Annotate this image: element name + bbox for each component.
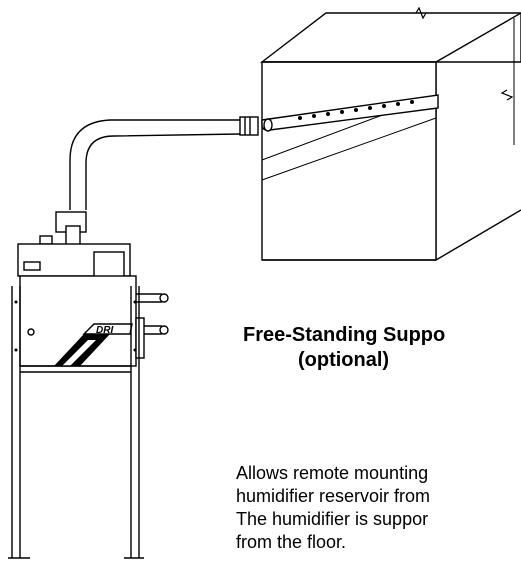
logo-text: DRI [96, 325, 113, 336]
air-duct [259, 6, 521, 261]
hose-coupling [239, 116, 259, 136]
description-line: humidifier reservoir from [236, 486, 431, 506]
duct-front-face [261, 61, 437, 261]
description-line: Allows remote mounting [236, 463, 429, 483]
support-stand [8, 286, 144, 559]
steam-hose [69, 116, 259, 210]
description-line: from the floor. [236, 532, 347, 552]
humidifier-logo: DRI [54, 323, 133, 366]
duct-top-face [259, 12, 521, 63]
diagram-subtitle: (optional) [298, 349, 390, 371]
diagram-description: Allows remote mounting humidifier reserv… [236, 462, 521, 554]
diagram-title: Free-Standing Suppo [243, 324, 446, 346]
side-connections [135, 293, 169, 359]
humidifier-unit: DRI [17, 211, 169, 367]
description-line: The humidifier is suppor [236, 509, 429, 529]
dispersion-tube [261, 94, 439, 132]
